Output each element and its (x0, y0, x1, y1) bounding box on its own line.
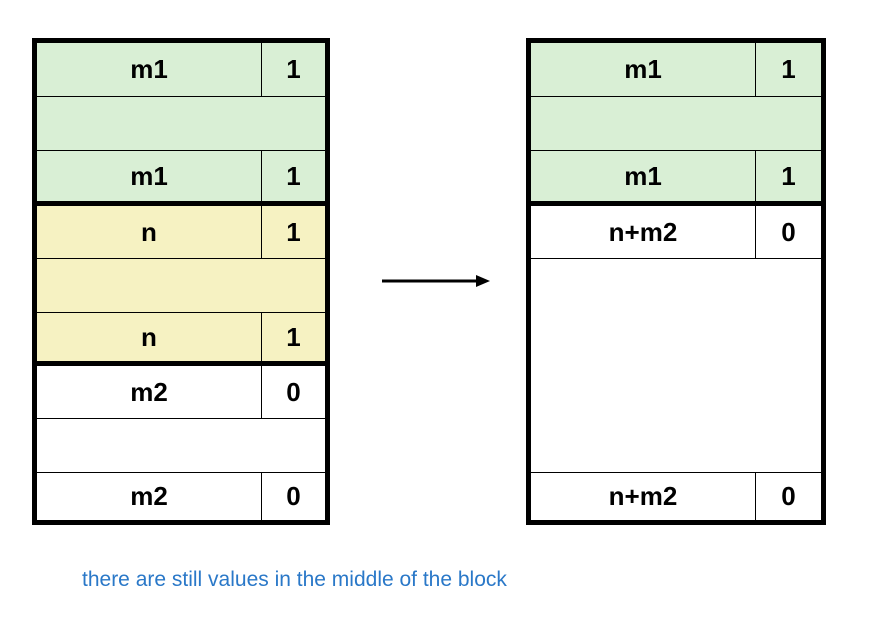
word-divider (531, 96, 821, 97)
block-boundary (531, 201, 821, 206)
header-word: m1 1 (37, 43, 325, 96)
header-word: n+m2 0 (531, 206, 821, 258)
block-size: n+m2 (608, 216, 678, 247)
before-heap: m1 1 m1 1 n 1 n 1 m2 0 m2 0 (32, 38, 330, 525)
header-word: n 1 (37, 206, 325, 258)
footer-word: m1 1 (531, 151, 821, 201)
header-word: m1 1 (531, 43, 821, 96)
block-size: m2 (130, 481, 168, 511)
word-divider (531, 472, 821, 473)
alloc-bit: 0 (755, 206, 821, 258)
block-size: n (141, 321, 157, 352)
alloc-bit: 1 (261, 151, 325, 201)
header-word: m2 0 (37, 366, 325, 418)
after-heap: m1 1 m1 1 n+m2 0 n+m2 0 (526, 38, 826, 525)
after-n-plus-m2-block: n+m2 0 n+m2 0 (531, 206, 821, 520)
word-divider (37, 258, 325, 259)
word-divider (37, 96, 325, 97)
footer-word: m1 1 (37, 151, 325, 201)
alloc-bit: 0 (755, 473, 821, 520)
alloc-bit: 1 (755, 151, 821, 201)
before-m1-block: m1 1 m1 1 (37, 43, 325, 201)
alloc-bit: 1 (261, 43, 325, 96)
word-divider (37, 418, 325, 419)
word-divider (37, 150, 325, 151)
footer-word: m2 0 (37, 473, 325, 520)
word-divider (531, 258, 821, 259)
word-divider (531, 150, 821, 151)
alloc-bit: 0 (261, 473, 325, 520)
after-m1-block: m1 1 m1 1 (531, 43, 821, 201)
alloc-bit: 1 (755, 43, 821, 96)
block-size: n (141, 216, 157, 247)
word-divider (37, 312, 325, 313)
alloc-bit: 1 (261, 313, 325, 361)
word-divider (37, 472, 325, 473)
right-arrow-icon (382, 275, 490, 287)
block-size: m1 (624, 54, 662, 84)
block-size: m2 (130, 376, 168, 407)
block-boundary (37, 361, 325, 366)
before-n-block: n 1 n 1 (37, 206, 325, 361)
before-m2-block: m2 0 m2 0 (37, 366, 325, 520)
footer-word: n+m2 0 (531, 473, 821, 520)
footer-word: n 1 (37, 313, 325, 361)
block-size: n+m2 (608, 481, 678, 511)
block-size: m1 (130, 54, 168, 84)
caption: there are still values in the middle of … (82, 568, 507, 591)
block-boundary (37, 201, 325, 206)
block-size: m1 (624, 160, 662, 191)
alloc-bit: 0 (261, 366, 325, 418)
alloc-bit: 1 (261, 206, 325, 258)
block-size: m1 (130, 160, 168, 191)
